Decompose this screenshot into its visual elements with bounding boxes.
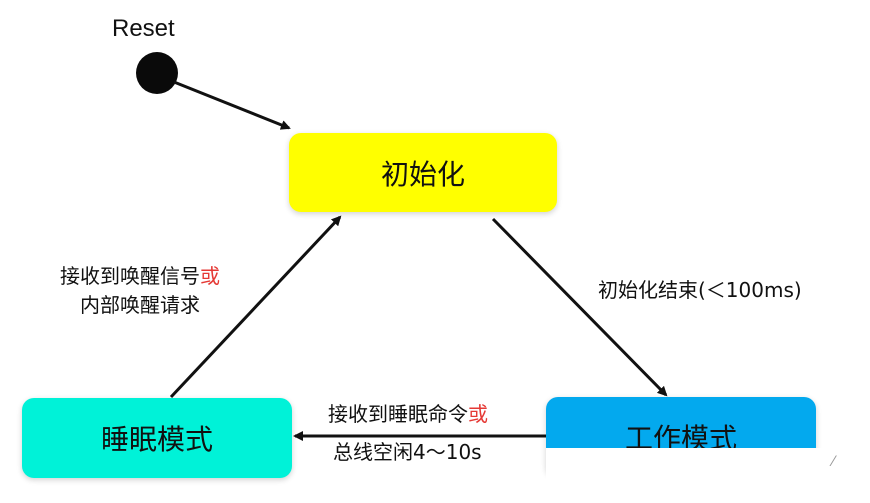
wake-transition-line2: 内部唤醒请求 [80,293,200,317]
wake-transition-label: 接收到唤醒信号或 内部唤醒请求 [60,262,220,320]
state-init-label: 初始化 [380,157,465,191]
init-done-transition-label: 初始化结束(＜100ms) [598,278,802,302]
wake-transition-line1: 接收到唤醒信号或 [60,264,220,288]
state-init: 初始化 [289,133,557,212]
state-sleep-label: 睡眠模式 [100,423,213,456]
sleep-to-init-arrow [169,215,342,399]
cropped-overlay [546,448,856,488]
reset-start-dot [136,52,178,94]
state-sleep: 睡眠模式 [22,398,292,478]
reset-label: Reset [112,15,175,42]
sleep-cmd-transition-line2: 总线空闲4～10s [333,440,482,464]
init-to-work-arrow [491,217,668,397]
watermark-mark: ⁄ [832,454,835,470]
reset-to-init-arrow [173,80,291,130]
sleep-cmd-transition-line1: 接收到睡眠命令或 [328,402,488,426]
